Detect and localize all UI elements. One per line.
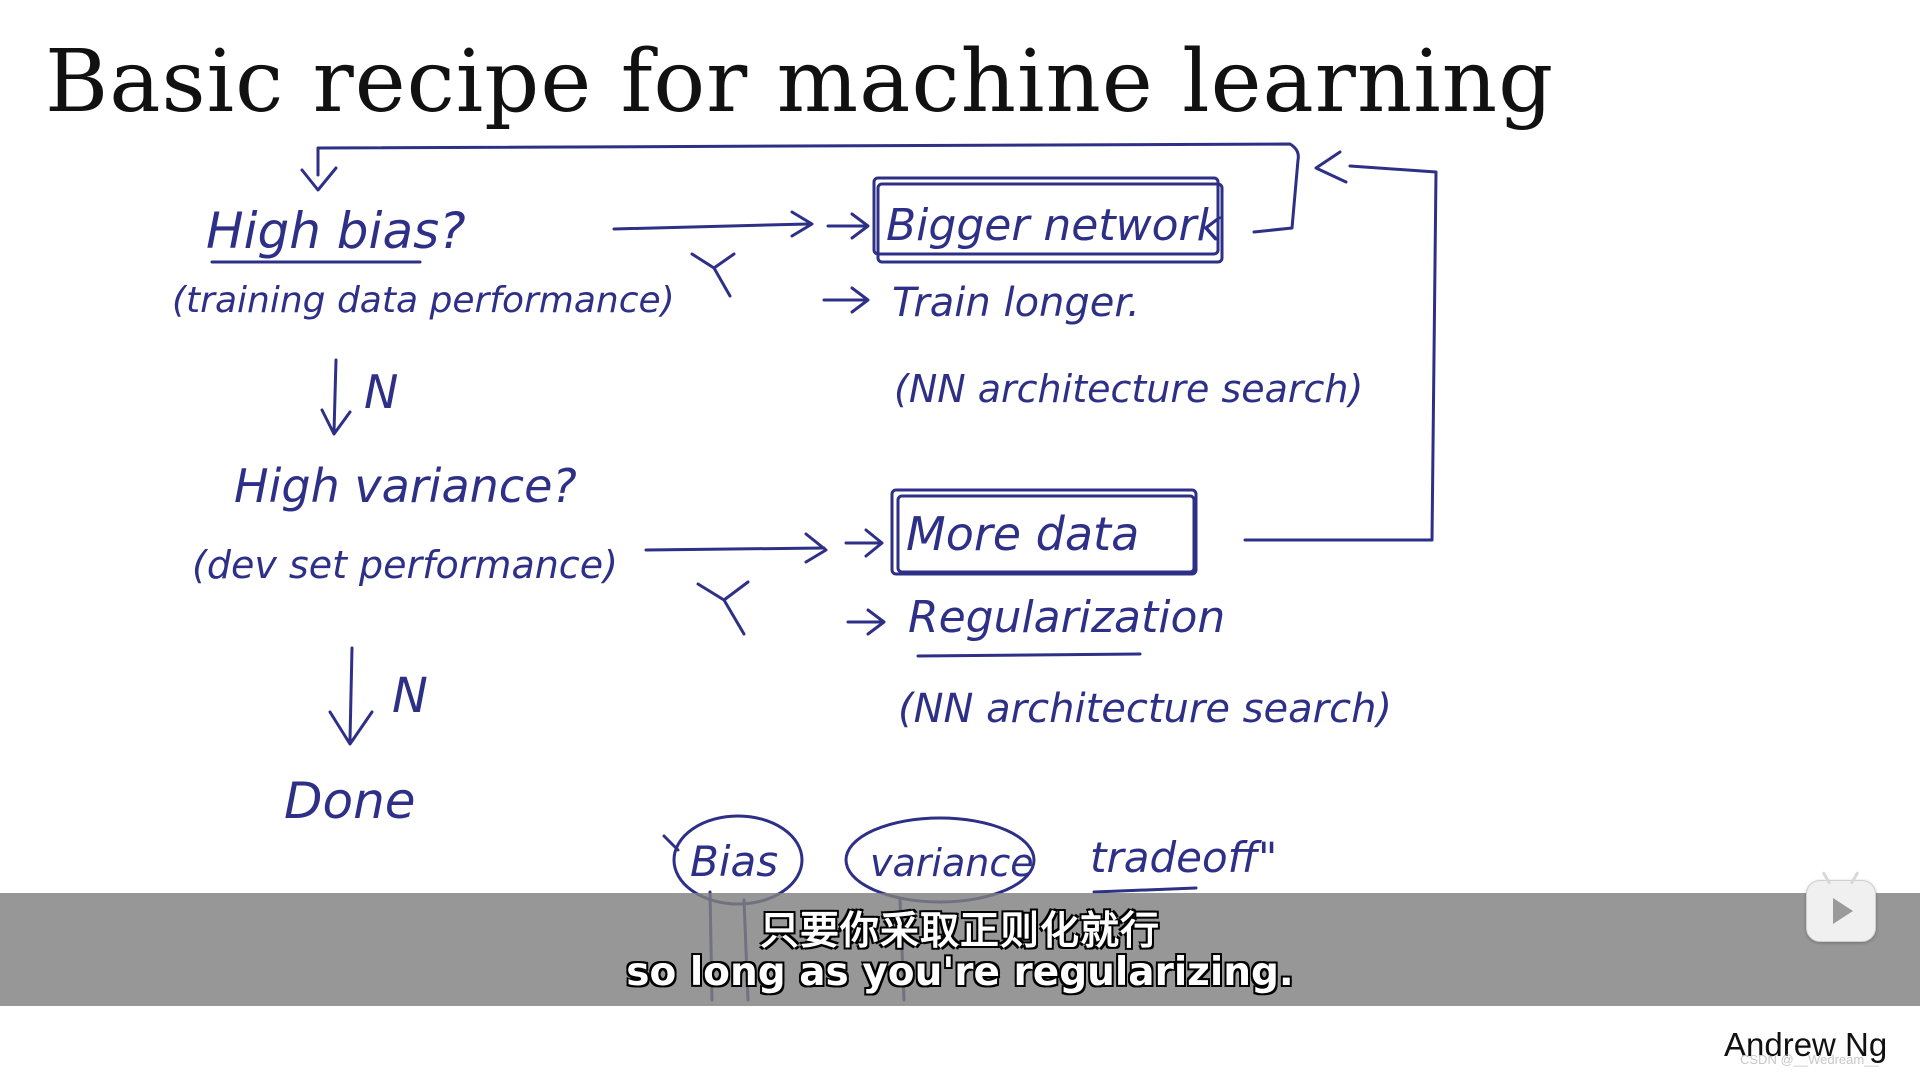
label-more-data: More data <box>906 507 1139 561</box>
label-nn-search-2: (NN architecture search) <box>898 686 1392 732</box>
author-name: Andrew Ng <box>1724 1026 1888 1063</box>
subtitle-chinese: 只要你采取正则化就行 <box>759 909 1160 954</box>
play-button[interactable] <box>1806 871 1876 942</box>
loop-line-top <box>316 142 1300 234</box>
label-tradeoff: tradeoff" <box>1090 833 1277 882</box>
subtitle-english: so long as you're regularizing. <box>626 950 1294 995</box>
label-bigger-network: Bigger network <box>886 200 1224 251</box>
arrow-bias-yes <box>612 222 810 231</box>
label-no-2: N <box>392 668 428 724</box>
label-high-bias: High bias? <box>206 202 466 260</box>
slide-title: Basic recipe for machine learning <box>45 32 1555 132</box>
watermark: CSDN @__Wedream__ <box>1740 1052 1879 1067</box>
label-train-longer: Train longer. <box>892 280 1140 326</box>
y-mark-2 <box>696 580 750 636</box>
label-dev-perf: (dev set performance) <box>192 543 618 587</box>
bigger-network-box <box>876 182 1224 264</box>
label-done: Done <box>284 772 416 830</box>
label-no-1: N <box>364 365 398 419</box>
label-variance: variance <box>870 841 1034 885</box>
label-high-variance: High variance? <box>234 459 577 513</box>
label-bias: Bias <box>690 837 778 886</box>
more-data-box <box>890 488 1198 576</box>
arrow-variance-no <box>328 646 374 746</box>
play-icon <box>1833 898 1853 924</box>
loop-arrowhead-top <box>300 166 338 192</box>
y-mark-1 <box>690 252 736 298</box>
loop-arrowhead-right <box>1314 150 1348 184</box>
arrow-variance-yes <box>644 546 826 552</box>
label-regularization: Regularization <box>908 592 1225 643</box>
label-training-perf: (training data performance) <box>172 280 675 321</box>
loop-line-right <box>1243 164 1438 542</box>
arrow-bias-no <box>320 358 352 436</box>
label-nn-search-1: (NN architecture search) <box>894 367 1363 411</box>
subtitle-band <box>0 893 1920 1006</box>
